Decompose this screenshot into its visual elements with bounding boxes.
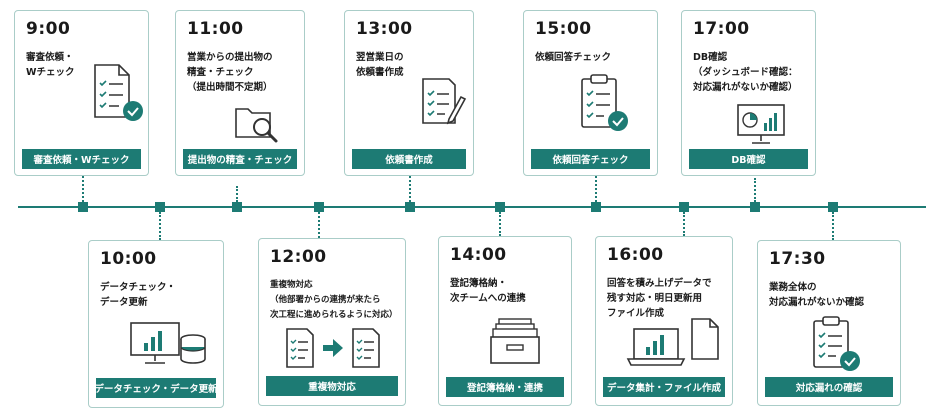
step-label-bar: 依頼回答チェック <box>531 149 650 169</box>
timeline-marker <box>232 202 242 212</box>
step-description: 重複物対応 （他部署からの連携が来たら 次工程に進められるように対応） <box>270 280 398 320</box>
step-card-1200: 12:00 重複物対応 （他部署からの連携が来たら 次工程に進められるように対応… <box>258 238 406 406</box>
monitor-database-icon <box>129 321 209 367</box>
step-time: 15:00 <box>535 19 592 39</box>
step-label-bar: 提出物の精査・チェック <box>183 149 297 169</box>
step-time: 10:00 <box>100 249 157 269</box>
step-description: 回答を積み上げデータで 残す対応・明日更新用 ファイル作成 <box>607 278 712 319</box>
timeline-marker <box>828 202 838 212</box>
step-description: DB確認 （ダッシュボード確認： 対応漏れがないか確認） <box>693 52 798 93</box>
step-description: データチェック・ データ更新 <box>100 282 176 308</box>
step-time: 9:00 <box>26 19 71 39</box>
step-time: 16:00 <box>607 245 664 265</box>
step-label-bar: DB確認 <box>689 149 808 169</box>
step-card-1700: 17:00 DB確認 （ダッシュボード確認： 対応漏れがないか確認） DB確認 <box>681 10 816 176</box>
step-card-1300: 13:00 翌営業日の 依頼書作成 依頼書作成 <box>344 10 474 176</box>
connector <box>409 176 411 202</box>
dashboard-monitor-icon <box>736 103 786 147</box>
connector <box>159 212 161 240</box>
step-card-1500: 15:00 依頼回答チェック 依頼回答チェック <box>523 10 658 176</box>
step-description: 依頼回答チェック <box>535 52 612 63</box>
connector <box>754 178 756 202</box>
timeline-marker <box>314 202 324 212</box>
step-description: 業務全体の 対応漏れがないか確認 <box>769 282 865 308</box>
file-box-icon <box>489 315 541 365</box>
timeline-marker <box>155 202 165 212</box>
step-time: 11:00 <box>187 19 244 39</box>
timeline-marker <box>495 202 505 212</box>
connector <box>832 212 834 240</box>
step-card-1730: 17:30 業務全体の 対応漏れがないか確認 対応漏れの確認 <box>757 240 901 406</box>
step-description: 営業からの提出物の 精査・チェック （提出時間不定期） <box>187 52 273 93</box>
step-description: 登記簿格納・ 次チームへの連携 <box>450 278 526 304</box>
step-description: 審査依頼・ Wチェック <box>26 52 75 78</box>
step-description: 翌営業日の 依頼書作成 <box>356 52 404 78</box>
step-card-1600: 16:00 回答を積み上げデータで 残す対応・明日更新用 ファイル作成 データ集… <box>595 236 733 406</box>
document-pen-icon <box>419 75 469 131</box>
step-card-1100: 11:00 営業からの提出物の 精査・チェック （提出時間不定期） 提出物の精査… <box>175 10 305 176</box>
step-time: 14:00 <box>450 245 507 265</box>
step-label-bar: 審査依頼・Wチェック <box>22 149 141 169</box>
connector <box>236 186 238 202</box>
step-time: 17:00 <box>693 19 750 39</box>
timeline-marker <box>591 202 601 212</box>
timeline-marker <box>78 202 88 212</box>
connector <box>318 212 320 238</box>
step-time: 17:30 <box>769 249 826 269</box>
document-check-icon <box>91 63 147 125</box>
timeline-marker <box>679 202 689 212</box>
timeline-marker <box>405 202 415 212</box>
connector <box>595 176 597 202</box>
step-label-bar: データチェック・データ更新 <box>94 378 218 398</box>
timeline-line <box>18 206 926 208</box>
step-time: 12:00 <box>270 247 327 267</box>
step-card-0900: 9:00 審査依頼・ Wチェック 審査依頼・Wチェック <box>14 10 149 176</box>
step-label-bar: データ集計・ファイル作成 <box>603 377 725 397</box>
step-label-bar: 登記簿格納・連携 <box>446 377 564 397</box>
clipboard-check-icon <box>578 73 632 135</box>
connector <box>82 176 84 202</box>
step-time: 13:00 <box>356 19 413 39</box>
laptop-file-icon <box>626 317 722 369</box>
folder-search-icon <box>234 99 280 145</box>
connector <box>683 212 685 236</box>
step-card-1400: 14:00 登記簿格納・ 次チームへの連携 登記簿格納・連携 <box>438 236 572 406</box>
clipboard-check-icon <box>810 315 864 375</box>
step-label-bar: 重複物対応 <box>266 376 398 396</box>
connector <box>499 212 501 236</box>
step-label-bar: 依頼書作成 <box>352 149 466 169</box>
step-card-1000: 10:00 データチェック・ データ更新 データチェック・データ更新 <box>88 240 224 408</box>
step-label-bar: 対応漏れの確認 <box>765 377 893 397</box>
document-transfer-icon <box>283 327 383 369</box>
timeline-marker <box>750 202 760 212</box>
